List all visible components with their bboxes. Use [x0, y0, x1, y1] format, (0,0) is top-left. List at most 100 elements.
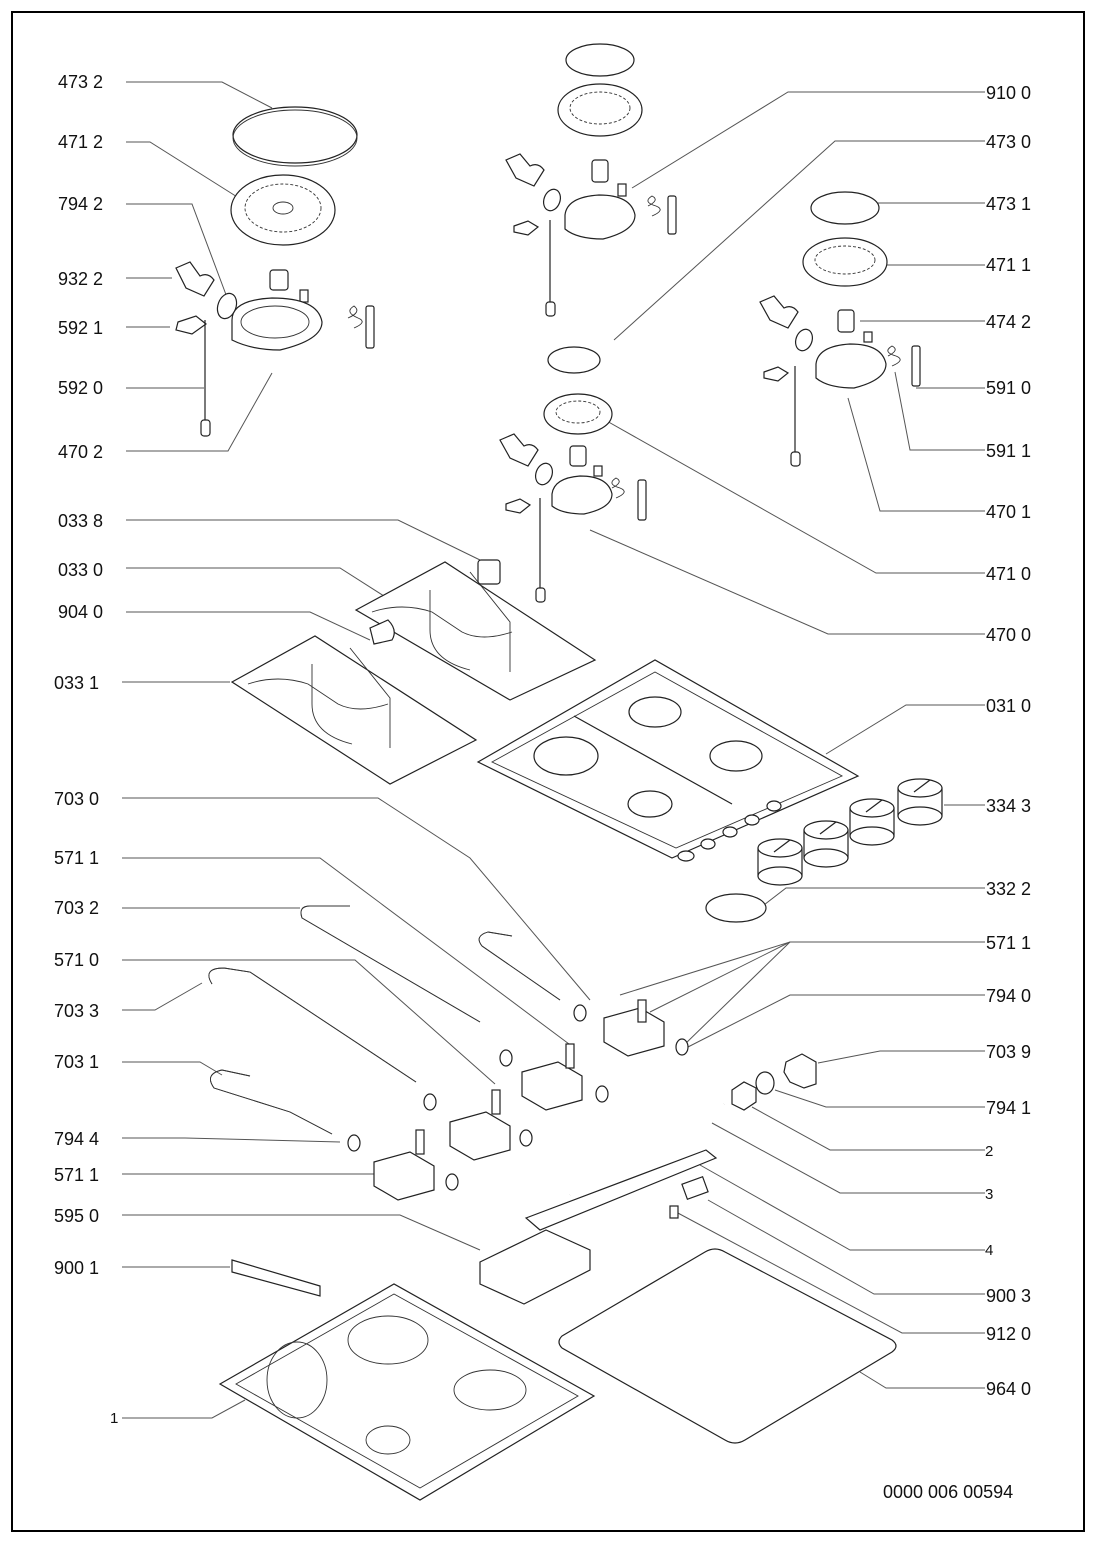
knobs-334-3 [705, 778, 943, 923]
label-592-0: 592 0 [58, 378, 103, 398]
label-2: 2 [985, 1143, 993, 1160]
label-033-0: 033 0 [58, 560, 103, 580]
label-031-0: 031 0 [986, 696, 1031, 716]
clamp-900-3-shape [681, 1175, 709, 1201]
label-591-0: 591 0 [986, 378, 1031, 398]
leader-571-1-c2 [649, 941, 791, 1013]
leader-571-1-c3 [682, 941, 791, 1047]
leader-912-0 [675, 1211, 985, 1334]
label-703-3: 703 3 [54, 1001, 99, 1021]
label-571-1-c: 571 1 [986, 933, 1031, 953]
label-334-3: 334 3 [986, 796, 1031, 816]
leader-lines-left [122, 81, 591, 1419]
leader-470-1 [847, 397, 985, 512]
knob-3 [849, 798, 895, 846]
screw-912-0-shape [669, 1205, 679, 1219]
left-labels: 473 2 471 2 794 2 932 2 592 1 592 0 470 … [54, 72, 118, 1427]
gasket-964-0-shape [558, 1248, 897, 1444]
valve-4 [347, 1129, 459, 1201]
label-595-0: 595 0 [54, 1206, 99, 1226]
label-4: 4 [985, 1242, 993, 1259]
label-571-1-b: 571 1 [54, 1165, 99, 1185]
spark-plug-shape [365, 305, 375, 349]
spring-shape [347, 305, 363, 329]
leader-571-1-c1 [619, 941, 985, 996]
label-703-1: 703 1 [54, 1052, 99, 1072]
manifold-assembly [524, 1053, 817, 1231]
label-473-2: 473 2 [58, 72, 103, 92]
leader-794-0 [685, 994, 985, 1049]
injector-shape [269, 269, 289, 291]
label-332-2: 332 2 [986, 879, 1031, 899]
label-910-0: 910 0 [986, 83, 1031, 103]
right-labels: 910 0 473 0 473 1 471 1 474 2 591 0 591 … [985, 83, 1031, 1399]
grates [230, 559, 597, 785]
seal-794-1-shape [755, 1071, 775, 1095]
label-471-2: 471 2 [58, 132, 103, 152]
leader-591-1 [894, 371, 985, 451]
label-571-0: 571 0 [54, 950, 99, 970]
leader-703-0 [122, 797, 591, 1001]
hob-top-031-0-shape [476, 659, 860, 862]
leader-703-3 [122, 982, 203, 1011]
label-904-0: 904 0 [58, 602, 103, 622]
base-tray-1-shape [218, 1283, 596, 1501]
leader-910-0 [631, 91, 985, 189]
drawing-frame [11, 11, 1085, 1532]
knob-1 [757, 838, 803, 886]
document-number: 0000 006 00594 [883, 1482, 1013, 1502]
label-900-1: 900 1 [54, 1258, 99, 1278]
leader-033-8 [126, 519, 481, 561]
bracket-900-1-shape [231, 1259, 321, 1297]
label-932-2: 932 2 [58, 269, 103, 289]
leader-900-3 [707, 1199, 985, 1295]
leader-595-0 [122, 1214, 481, 1251]
leader-964-0 [859, 1371, 985, 1389]
knob-2 [803, 820, 849, 868]
valve-1 [573, 999, 689, 1057]
burner-group-top-center [505, 43, 677, 317]
leader-471-2 [126, 141, 243, 201]
leader-470-2 [126, 372, 273, 452]
label-591-1: 591 1 [986, 441, 1031, 461]
leader-031-0 [825, 704, 985, 755]
lower-components [231, 1229, 591, 1305]
leader-033-0 [126, 567, 385, 597]
label-474-2: 474 2 [986, 312, 1031, 332]
label-964-0: 964 0 [986, 1379, 1031, 1399]
clip-932-2-shape [175, 261, 215, 297]
ignition-box-shape [479, 1229, 591, 1305]
label-033-8: 033 8 [58, 511, 103, 531]
gas-pipes [208, 905, 561, 1135]
pipe-703-3-shape [208, 967, 417, 1083]
leader-703-1 [122, 1061, 223, 1076]
valve-3 [423, 1089, 533, 1161]
label-473-1: 473 1 [986, 194, 1031, 214]
gas-valves [347, 999, 689, 1201]
leader-794-4 [122, 1137, 341, 1143]
label-900-3: 900 3 [986, 1286, 1031, 1306]
label-571-1-a: 571 1 [54, 848, 99, 868]
label-703-0: 703 0 [54, 789, 99, 809]
label-794-2: 794 2 [58, 194, 103, 214]
label-912-0: 912 0 [986, 1324, 1031, 1344]
grate-foot-shape [477, 559, 501, 585]
grate-033-0-shape [354, 561, 597, 701]
label-033-1: 033 1 [54, 673, 99, 693]
pad-904-0-shape [369, 619, 395, 645]
leader-794-2 [126, 203, 229, 301]
leader-473-0 [613, 140, 985, 341]
burner-group-right [759, 191, 921, 467]
screw-shape [299, 289, 309, 303]
button-332-2-shape [705, 893, 767, 923]
label-592-1: 592 1 [58, 318, 103, 338]
label-473-0: 473 0 [986, 132, 1031, 152]
leader-4 [699, 1164, 985, 1251]
leader-1 [122, 1399, 246, 1419]
leader-470-0 [589, 529, 985, 635]
leader-473-2 [126, 81, 273, 109]
cap-top-shape [565, 43, 635, 77]
label-470-2: 470 2 [58, 442, 103, 462]
cap-473-2-shape [232, 106, 358, 164]
